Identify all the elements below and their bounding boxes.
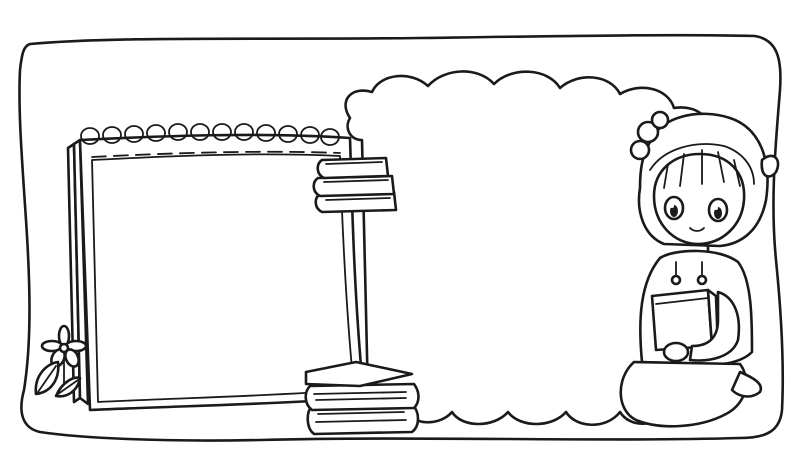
leaf-left xyxy=(34,360,82,398)
notebook-inner-border xyxy=(91,153,355,403)
book-stack-bottom xyxy=(304,360,420,436)
book-stack-top xyxy=(312,156,398,214)
flower-left xyxy=(40,324,88,391)
notebook-ring-binding xyxy=(80,123,340,146)
notebook-dashed-line xyxy=(91,150,341,158)
kneeling-girl-holding-book xyxy=(619,110,780,428)
notebook-back-page-1 xyxy=(72,138,90,406)
